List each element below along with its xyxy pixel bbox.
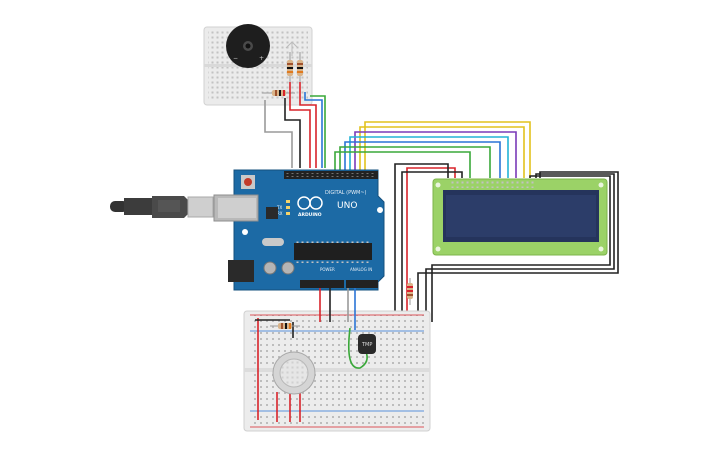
rx-label: RX: [277, 211, 283, 216]
bottom-breadboard: [243, 310, 431, 432]
led-indicator[interactable]: [285, 41, 299, 56]
arduino-brand: UNO: [337, 201, 357, 211]
wires-top: [264, 82, 326, 168]
lcd-display: [432, 178, 608, 256]
resistor-top-1[interactable]: [287, 52, 293, 82]
tx-label: TX: [276, 205, 282, 210]
piezo-buzzer[interactable]: − +: [226, 24, 270, 68]
arduino-logo: ARDUINO: [297, 196, 323, 218]
power-header-label: POWER: [320, 267, 335, 272]
temperature-sensor[interactable]: TMP: [358, 334, 376, 354]
tmp-label: TMP: [361, 342, 372, 348]
wires-lcd-data: [334, 121, 531, 178]
analog-header-label: ANALOG IN: [350, 267, 372, 272]
wires-lcd-power: [394, 163, 619, 322]
arduino-logo-text: ARDUINO: [298, 212, 322, 218]
resistor-bottom[interactable]: [270, 323, 300, 329]
buzzer-plus-label: +: [259, 55, 264, 62]
resistor-top-2[interactable]: [297, 52, 303, 82]
buzzer-minus-label: −: [233, 55, 238, 62]
usb-cable: [110, 196, 214, 218]
arduino-uno-board[interactable]: DIGITAL (PWM~) ARDUINO UNO TX RX POWER A…: [213, 169, 385, 291]
wires-bottom: [255, 288, 368, 422]
resistor-lcd[interactable]: [407, 278, 413, 305]
gas-sensor[interactable]: [272, 351, 316, 395]
digital-header-label: DIGITAL (PWM~): [325, 190, 367, 196]
